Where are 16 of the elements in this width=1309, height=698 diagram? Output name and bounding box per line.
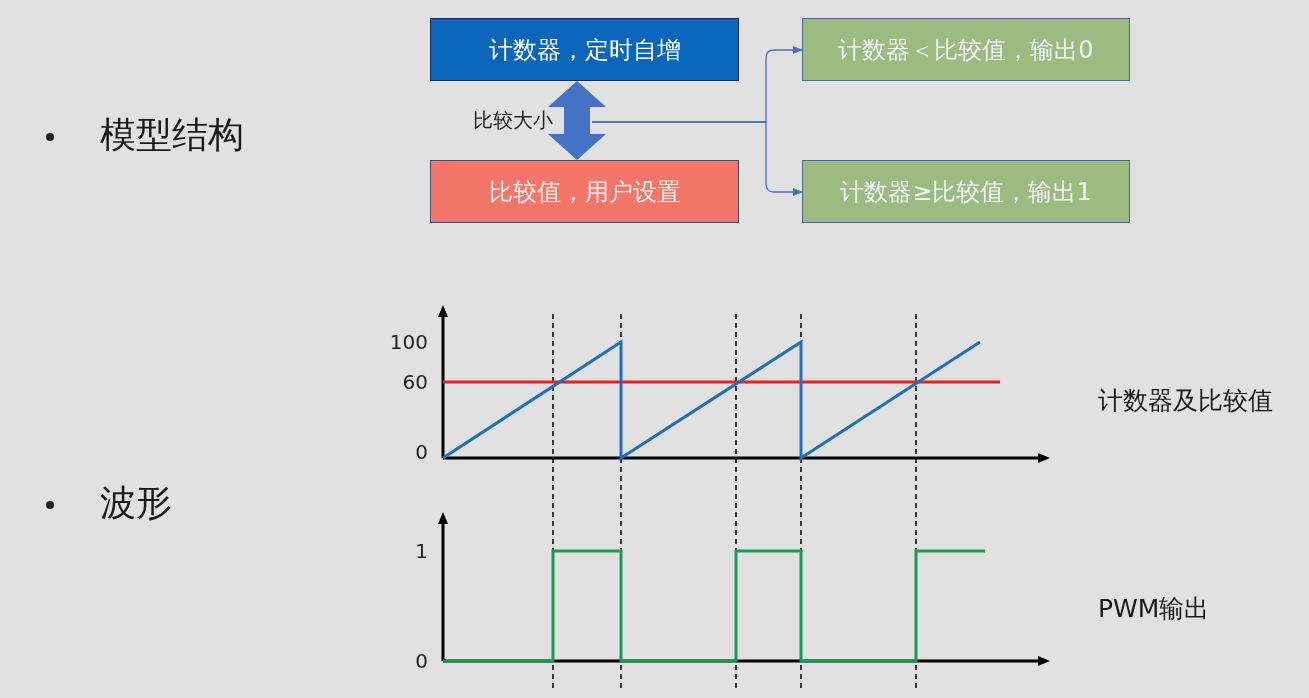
tick-label: 0: [415, 440, 428, 465]
process-box: 计数器≥比较值，输出1: [802, 160, 1130, 223]
double-arrow: [548, 81, 606, 160]
chart-label: 计数器及比较值: [1098, 385, 1273, 417]
tick-label: 1: [415, 539, 428, 564]
process-box: 比较值，用户设置: [430, 160, 739, 223]
process-box: 计数器＜比较值，输出0: [802, 18, 1130, 81]
bullet-text: 波形: [100, 481, 172, 525]
process-box: 计数器，定时自增: [430, 18, 739, 81]
chart-label: PWM输出: [1098, 593, 1210, 625]
tick-label: 100: [389, 330, 428, 355]
edge-label: 比较大小: [473, 109, 553, 130]
tick-label: 60: [402, 370, 428, 395]
bullet-text: 模型结构: [100, 113, 244, 157]
tick-label: 0: [415, 649, 428, 674]
connector-arrow: [591, 121, 803, 196]
